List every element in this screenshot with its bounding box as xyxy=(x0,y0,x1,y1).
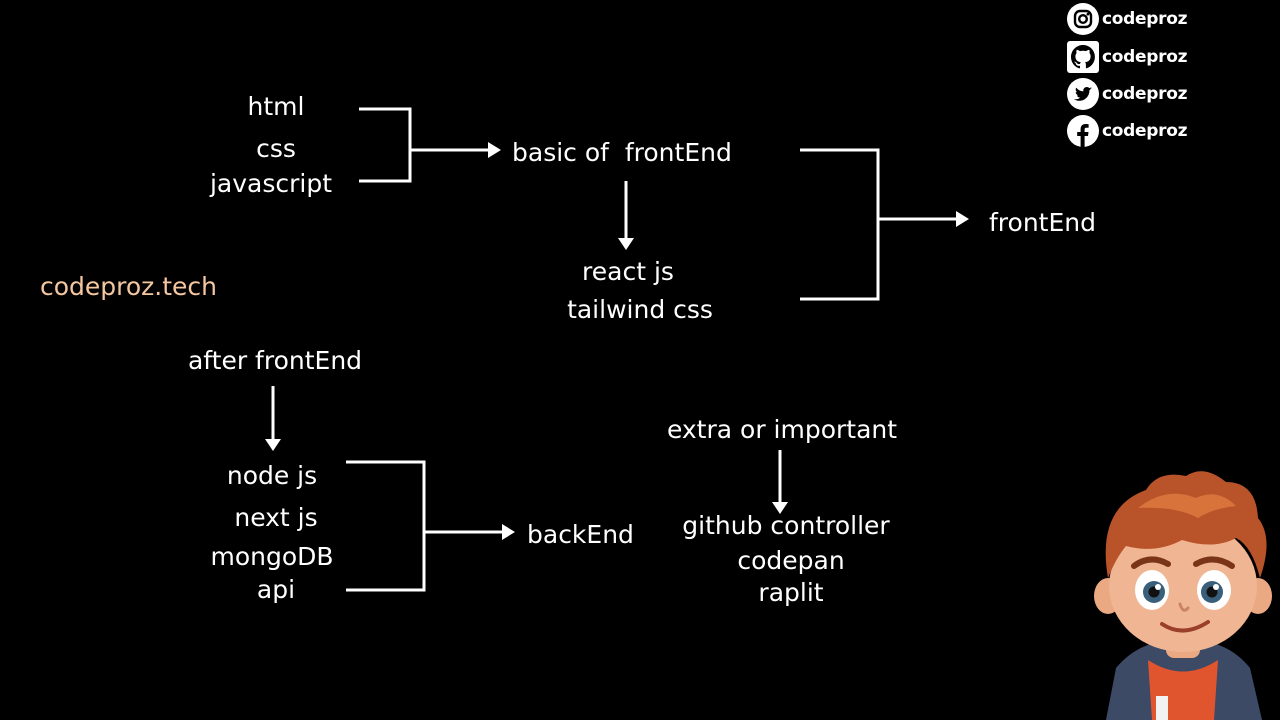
arrowhead-backend xyxy=(502,524,515,540)
backend-item-api: api xyxy=(256,575,296,604)
arrowhead-basic xyxy=(488,142,501,158)
basic-frontend-label: basic of frontEnd xyxy=(512,138,732,167)
social-github[interactable]: codeproz xyxy=(1066,40,1187,74)
backend-result: backEnd xyxy=(527,520,634,549)
extra-heading: extra or important xyxy=(666,415,898,444)
github-handle: codeproz xyxy=(1102,47,1188,67)
twitter-icon xyxy=(1067,78,1099,110)
github-icon xyxy=(1067,41,1099,73)
after-frontend-label: after frontEnd xyxy=(187,346,363,375)
twitter-handle: codeproz xyxy=(1102,84,1188,104)
input-html: html xyxy=(247,92,305,121)
arrowhead-extra xyxy=(772,502,788,514)
cartoon-avatar xyxy=(1094,471,1272,720)
website-label: codeproz.tech xyxy=(40,272,218,301)
social-twitter[interactable]: codeproz xyxy=(1066,77,1187,111)
extra-item-codepan: codepan xyxy=(737,546,845,575)
instagram-icon xyxy=(1067,3,1099,35)
framework-react: react js xyxy=(582,257,674,286)
frontend-result: frontEnd xyxy=(989,208,1096,237)
extra-item-github: github controller xyxy=(682,511,890,540)
framework-tailwind: tailwind css xyxy=(567,295,713,324)
facebook-handle: codeproz xyxy=(1102,121,1188,141)
arrowhead-frontend xyxy=(956,211,969,227)
input-javascript: javascript xyxy=(209,169,333,198)
arrowhead-react xyxy=(618,238,634,250)
input-css: css xyxy=(256,134,296,163)
backend-item-mongodb: mongoDB xyxy=(210,542,334,571)
backend-item-node: node js xyxy=(226,461,318,490)
arrowhead-backend-list xyxy=(265,439,281,451)
social-facebook[interactable]: codeproz xyxy=(1066,114,1187,148)
social-instagram[interactable]: codeproz xyxy=(1066,2,1187,36)
facebook-icon xyxy=(1067,115,1099,147)
backend-item-next: next js xyxy=(234,503,318,532)
extra-item-raplit: raplit xyxy=(758,578,824,607)
instagram-handle: codeproz xyxy=(1102,9,1188,29)
